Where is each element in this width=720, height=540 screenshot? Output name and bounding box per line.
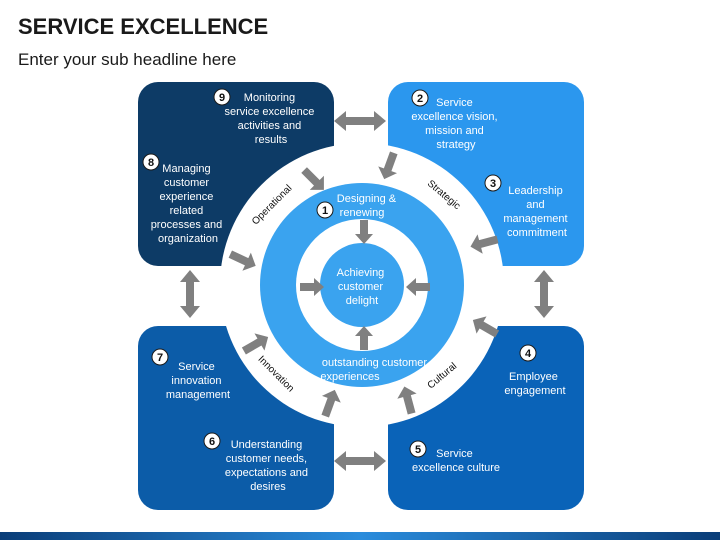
item-2-label: Service excellence vision, mission and s… xyxy=(411,97,500,151)
number-5: 5 xyxy=(415,444,421,456)
core-circle xyxy=(320,243,404,327)
number-badge-4 xyxy=(519,344,537,362)
ring-top-label: Designing & renewing xyxy=(337,193,399,219)
arrow-from-3 xyxy=(470,234,499,254)
number-3: 3 xyxy=(490,178,496,190)
double-arrow-top xyxy=(334,111,386,131)
quadrant-cultural-box xyxy=(388,326,584,510)
core-label: Achieving customer delight xyxy=(337,267,388,307)
footer-bar xyxy=(0,532,720,540)
item-6-label: Understanding customer needs, expectatio… xyxy=(225,439,311,493)
number-badge-1 xyxy=(316,201,334,219)
arrow-core-bottom xyxy=(355,326,373,350)
double-arrow-right xyxy=(534,270,554,318)
arrow-from-4 xyxy=(472,316,500,338)
number-badge-2 xyxy=(411,89,429,107)
number-badge-6 xyxy=(203,432,221,450)
number-2: 2 xyxy=(417,93,423,105)
quadrant-innovation-box xyxy=(138,326,334,510)
number-badge-8 xyxy=(142,153,160,171)
number-9: 9 xyxy=(219,92,225,104)
number-badge-7 xyxy=(151,348,169,366)
item-7-label: Service innovation management xyxy=(166,361,230,401)
arrow-from-6 xyxy=(321,389,341,418)
arrow-core-top xyxy=(355,220,373,244)
ring-bottom-label: outstanding customer experiences xyxy=(320,357,430,383)
item-8-label: Managing customer experience related pro… xyxy=(151,163,226,245)
arrow-from-5 xyxy=(397,386,417,415)
arrow-core-right xyxy=(406,278,430,296)
arrow-from-2 xyxy=(378,151,398,180)
number-7: 7 xyxy=(157,352,163,364)
number-4: 4 xyxy=(525,348,532,360)
arrow-core-left xyxy=(300,278,324,296)
item-3-label: Leadership and management commitment xyxy=(503,185,570,239)
arrow-from-7 xyxy=(241,333,269,355)
number-badge-9 xyxy=(213,88,231,106)
number-badge-3 xyxy=(484,174,502,192)
item-4-label: Employee engagement xyxy=(504,371,565,397)
item-5-label: Service excellence culture xyxy=(412,448,500,474)
double-arrow-left xyxy=(180,270,200,318)
arrow-from-8 xyxy=(228,250,256,271)
number-8: 8 xyxy=(148,157,154,169)
arrow-from-9 xyxy=(301,167,324,190)
page-subtitle: Enter your sub headline here xyxy=(18,50,237,69)
item-9-label: Monitoring service excellence activities… xyxy=(225,92,318,146)
number-6: 6 xyxy=(209,436,215,448)
double-arrow-bottom xyxy=(334,451,386,471)
number-1: 1 xyxy=(322,205,328,217)
page-title: SERVICE EXCELLENCE xyxy=(18,14,269,39)
number-badge-5 xyxy=(409,440,427,458)
